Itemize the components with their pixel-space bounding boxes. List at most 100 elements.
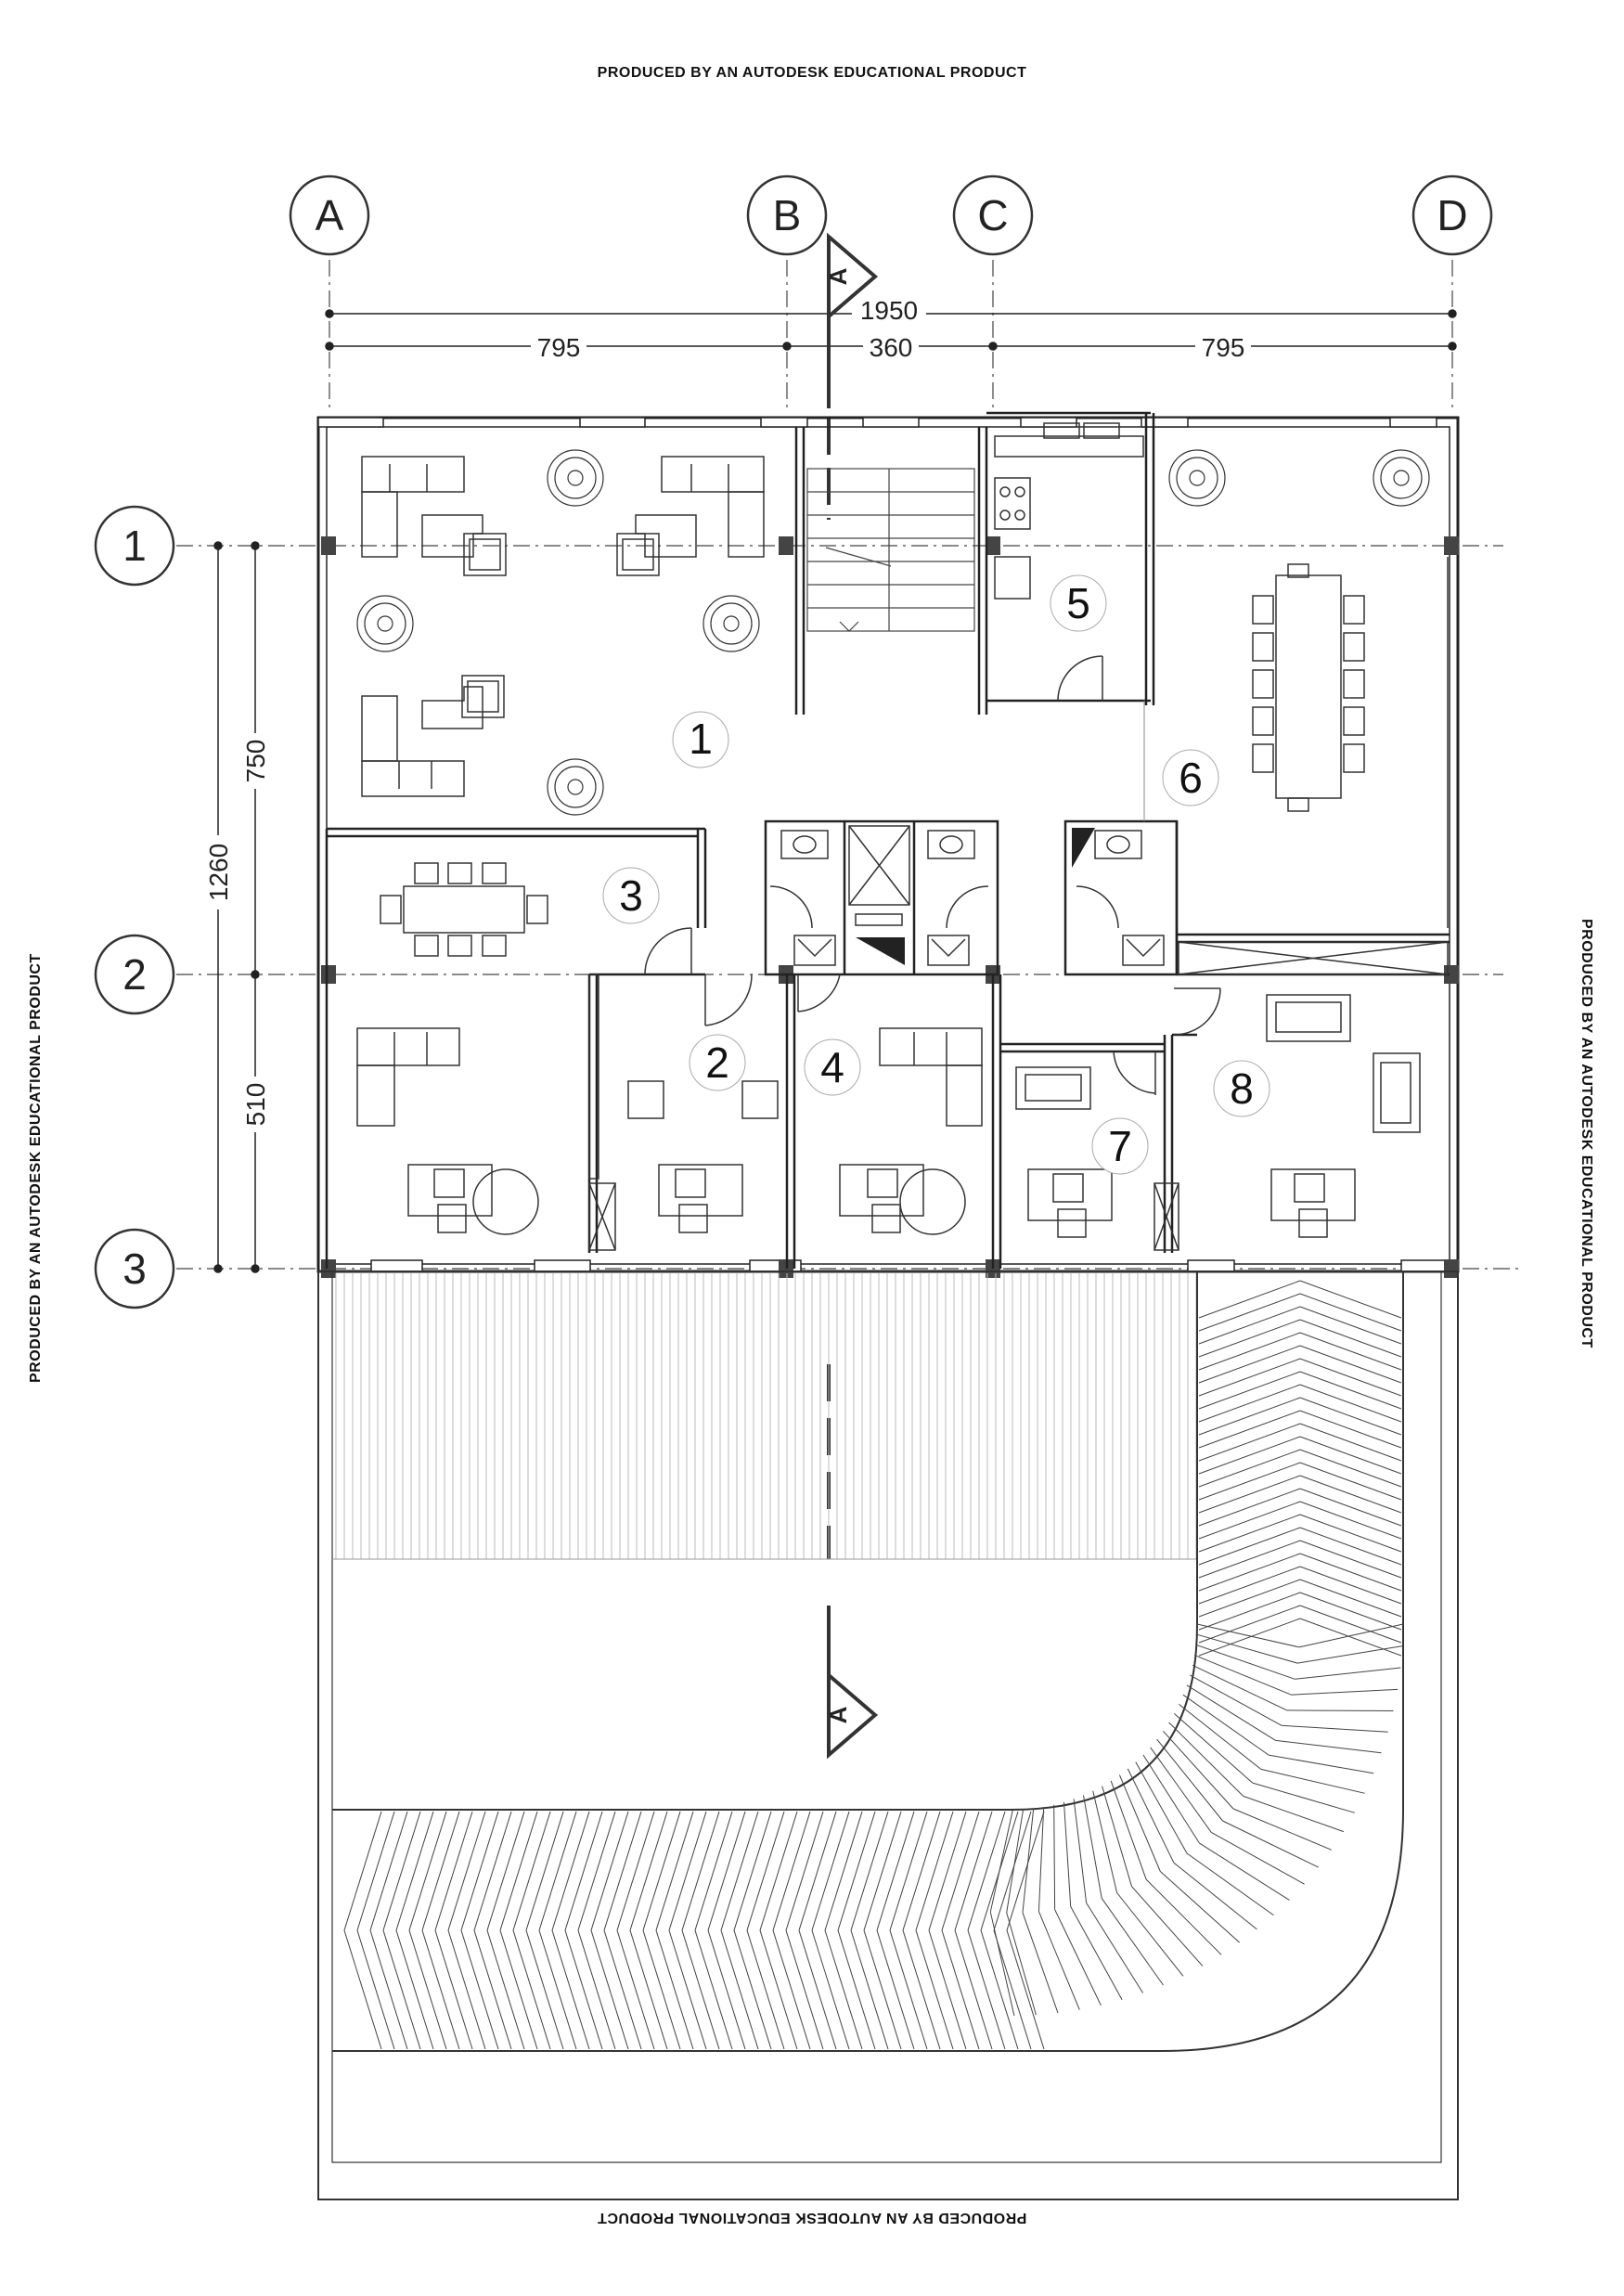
ramp-hatch-line xyxy=(1243,1795,1345,1833)
ramp-hatch-line xyxy=(1299,1475,1402,1514)
ramp-hatch-line xyxy=(1142,1754,1200,1844)
ramp-hatch-line xyxy=(1291,1688,1398,1696)
ramp-hatch-line xyxy=(1198,1475,1301,1514)
room-8-label: 8 xyxy=(1230,1064,1254,1113)
ramp-hatch-line xyxy=(1286,1709,1394,1711)
ramp-hatch-line xyxy=(1101,1898,1164,1986)
watermark-top: PRODUCED BY AN AUTODESK EDUCATIONAL PROD… xyxy=(597,65,1027,81)
ramp-hatch-line xyxy=(1086,1903,1144,1993)
ramp-hatch-line xyxy=(1083,1795,1102,1899)
ramp-hatch-line xyxy=(1198,1397,1301,1436)
ramp-hatch-line xyxy=(1006,1929,1045,2050)
ramp-hatch-line xyxy=(1198,1592,1301,1631)
ramp-hatch-line xyxy=(577,1929,616,2050)
windows xyxy=(317,417,1449,1272)
ramp-hatch-line xyxy=(1299,1423,1402,1462)
ramp-hatch-line xyxy=(1070,1906,1123,2001)
ramp-hatch-line xyxy=(798,1811,837,1931)
grid-column-bubbles xyxy=(289,174,1493,256)
ramp-hatch-line xyxy=(746,1929,785,2050)
ramp-hatch-line xyxy=(434,1929,473,2050)
ramp-hatch-line xyxy=(1198,1384,1301,1423)
ramp-hatch-line xyxy=(538,1929,577,2050)
ramp-hatch-line xyxy=(512,1811,551,1931)
ramp-hatch-line xyxy=(954,1929,993,2050)
ramp-hatch-line xyxy=(1211,1831,1305,1885)
ramp-hatch-line xyxy=(1299,1514,1402,1553)
ramp-hatch-line xyxy=(603,1811,642,1931)
ramp-hatch-line xyxy=(1252,1782,1355,1813)
ramp-hatch-line xyxy=(408,1811,447,1931)
ramp-hatch-line xyxy=(1299,1462,1402,1501)
ramp-hatch-line xyxy=(1299,1332,1402,1371)
ramp-hatch-line xyxy=(1198,1345,1301,1384)
ramp-hatch-line xyxy=(1297,1645,1403,1664)
ramp-hatch-line xyxy=(1198,1293,1301,1332)
ramp-hatch-line xyxy=(1022,1912,1059,2014)
ramp-hatch-line xyxy=(1198,1423,1301,1462)
ramp-hatch-line xyxy=(1299,1553,1402,1592)
ramp-hatch-line xyxy=(408,1929,447,2050)
ramp-hatch-line xyxy=(850,1929,889,2050)
ramp-hatch-line xyxy=(915,1929,954,2050)
ramp-hatch-line xyxy=(1299,1371,1402,1410)
ramp-hatch-line xyxy=(1299,1345,1402,1384)
room-2-label: 2 xyxy=(705,1038,729,1087)
ramp-hatch-line xyxy=(1232,1808,1332,1851)
ramp-hatch-line xyxy=(538,1811,577,1931)
grid-col-c: C xyxy=(977,191,1008,239)
ramp-hatch-line xyxy=(1198,1449,1301,1488)
ramp-hatch-line xyxy=(369,1929,408,2050)
grid-row-3: 3 xyxy=(122,1245,147,1293)
ramp-hatch-line xyxy=(989,1809,1013,1913)
ramp-hatch-line xyxy=(395,1929,434,2050)
ramp-hatch-line xyxy=(590,1811,629,1931)
ramp-hatch-line xyxy=(616,1811,655,1931)
room-3-label: 3 xyxy=(619,871,643,920)
ramp-hatch-line xyxy=(1118,1774,1161,1872)
ramp-hatch-line xyxy=(1298,1623,1404,1648)
plants xyxy=(356,449,1430,816)
ramp-hatch-line xyxy=(1198,1488,1301,1527)
ramp-hatch-line xyxy=(473,1811,512,1931)
ramp-hatch-line xyxy=(1190,1674,1282,1726)
ramp-hatch-line xyxy=(460,1929,499,2050)
ramp-hatch-line xyxy=(785,1811,824,1931)
ramp-hatch-line xyxy=(1299,1306,1402,1345)
ramp-hatch-line xyxy=(1198,1371,1301,1410)
room-labels xyxy=(602,574,1270,1175)
ramp-hatch-line xyxy=(1198,1553,1301,1592)
ramp-hatch-line xyxy=(1299,1358,1402,1397)
ramp-hatch-line xyxy=(564,1811,603,1931)
ramp-hatch-line xyxy=(681,1811,720,1931)
ramp-hatch-line xyxy=(434,1811,473,1931)
ramp-hatch-line xyxy=(941,1811,980,1931)
interior-walls xyxy=(325,411,1450,1269)
ramp-hatch-line xyxy=(1299,1618,1402,1657)
ramp-hatch-line xyxy=(1179,1704,1262,1770)
kitchen-fixtures xyxy=(994,422,1144,600)
ramp-hatch-line xyxy=(1299,1397,1402,1436)
ramp-hatch-line xyxy=(1198,1501,1301,1540)
ramp-hatch-line xyxy=(1192,1664,1288,1711)
section-label-bottom: A xyxy=(824,1706,852,1723)
toilet-fixtures xyxy=(780,825,1165,966)
ramp-hatch-line xyxy=(447,1811,486,1931)
ramp-hatch-line xyxy=(811,1811,850,1931)
ramp-hatch-line xyxy=(395,1811,434,1931)
ramp-hatch-line xyxy=(733,1811,772,1931)
ramp-hatch-line xyxy=(1282,1724,1388,1733)
grid-lines xyxy=(176,260,1522,1270)
furniture-sofas xyxy=(361,456,765,797)
ramp-hatch-line xyxy=(1260,1768,1365,1794)
ramp-hatch-line xyxy=(1198,1410,1301,1449)
ramp-hatch-line xyxy=(694,1929,733,2050)
room-6-label: 6 xyxy=(1179,754,1203,802)
room-4-label: 4 xyxy=(820,1043,844,1091)
room-8-furniture xyxy=(1266,994,1421,1238)
ramp-hatch-line xyxy=(1299,1293,1402,1332)
ramp-hatch-line xyxy=(1299,1488,1402,1527)
ramp-hatch-line xyxy=(1195,1644,1295,1680)
ramp-hatch-line xyxy=(1299,1449,1402,1488)
ramp-hatch-line xyxy=(1156,1738,1223,1822)
